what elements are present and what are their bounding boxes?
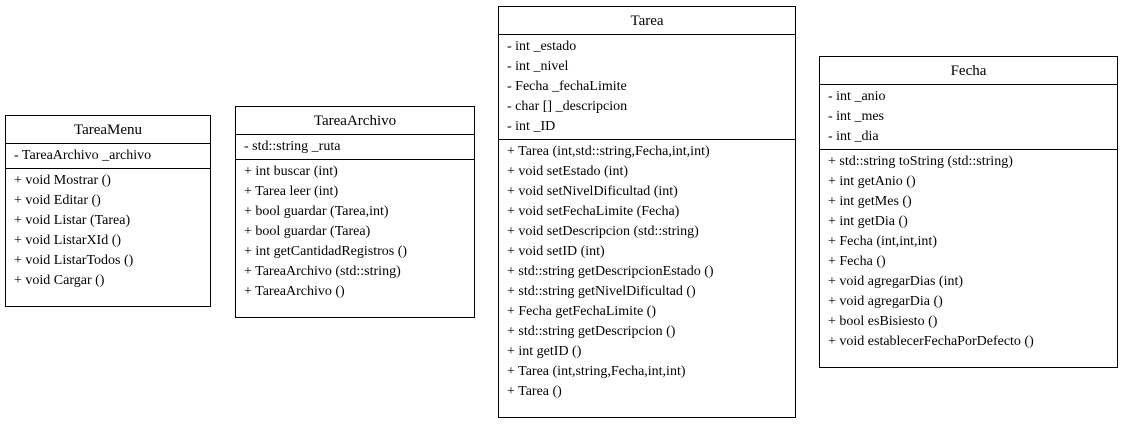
class-name: TareaMenu	[6, 116, 210, 144]
method: + void setNivelDificultad (int)	[507, 184, 678, 199]
class-name: Fecha	[820, 57, 1117, 85]
class-box-tarea: Tarea - int _estado - int _nivel - Fecha…	[498, 6, 796, 418]
class-name: Tarea	[499, 7, 795, 35]
method: + void Listar (Tarea)	[14, 213, 131, 228]
method: + void Editar ()	[14, 193, 101, 208]
method: + void setID (int)	[507, 244, 605, 259]
method: + TareaArchivo ()	[244, 284, 345, 299]
method: + void setDescripcion (std::string)	[507, 224, 699, 239]
method: + int getID ()	[507, 344, 582, 359]
method: + bool guardar (Tarea)	[244, 224, 371, 239]
class-box-fecha: Fecha - int _anio - int _mes - int _dia …	[819, 56, 1118, 368]
method: + void establecerFechaPorDefecto ()	[828, 334, 1034, 349]
attribute: - char [] _descripcion	[507, 99, 628, 114]
method: + std::string getDescripcion ()	[507, 324, 676, 339]
class-box-tareamenu: TareaMenu - TareaArchivo _archivo + void…	[5, 115, 211, 307]
method: + Tarea (int,std::string,Fecha,int,int)	[507, 144, 710, 159]
method: + Fecha getFechaLimite ()	[507, 304, 657, 319]
method: + int getDia ()	[828, 214, 908, 229]
method: + Tarea leer (int)	[244, 184, 339, 199]
attribute: - int _mes	[828, 109, 884, 124]
method: + void agregarDia ()	[828, 294, 943, 309]
methods-section: + Tarea (int,std::string,Fecha,int,int) …	[499, 140, 795, 404]
method: + void setFechaLimite (Fecha)	[507, 204, 680, 219]
method: + void setEstado (int)	[507, 164, 629, 179]
method: + void ListarXId ()	[14, 233, 122, 248]
method: + Tarea (int,string,Fecha,int,int)	[507, 364, 686, 379]
method: + Tarea ()	[507, 384, 562, 399]
attributes-section: - TareaArchivo _archivo	[6, 144, 210, 169]
methods-section: + void Mostrar () + void Editar () + voi…	[6, 169, 210, 293]
attribute: - TareaArchivo _archivo	[14, 148, 152, 163]
method: + Fecha ()	[828, 254, 886, 269]
attribute: - int _dia	[828, 129, 879, 144]
attribute: - int _ID	[507, 119, 556, 134]
methods-section: + std::string toString (std::string) + i…	[820, 150, 1117, 354]
method: + int buscar (int)	[244, 164, 338, 179]
class-box-tareaarchivo: TareaArchivo - std::string _ruta + int b…	[235, 106, 475, 318]
attribute: - int _anio	[828, 89, 886, 104]
method: + void Cargar ()	[14, 273, 105, 288]
method: + std::string getDescripcionEstado ()	[507, 264, 714, 279]
method: + bool guardar (Tarea,int)	[244, 204, 389, 219]
method: + std::string getNivelDificultad ()	[507, 284, 696, 299]
attributes-section: - int _estado - int _nivel - Fecha _fech…	[499, 35, 795, 140]
attributes-section: - std::string _ruta	[236, 135, 474, 160]
method: + int getAnio ()	[828, 174, 916, 189]
method: + void agregarDias (int)	[828, 274, 964, 289]
attribute: - int _estado	[507, 39, 577, 54]
method: + std::string toString (std::string)	[828, 154, 1013, 169]
method: + void ListarTodos ()	[14, 253, 134, 268]
method: + int getMes ()	[828, 194, 912, 209]
class-name: TareaArchivo	[236, 107, 474, 135]
method: + int getCantidadRegistros ()	[244, 244, 408, 259]
method: + void Mostrar ()	[14, 173, 111, 188]
attribute: - int _nivel	[507, 59, 569, 74]
method: + bool esBisiesto ()	[828, 314, 938, 329]
attribute: - std::string _ruta	[244, 139, 341, 154]
attributes-section: - int _anio - int _mes - int _dia	[820, 85, 1117, 150]
method: + Fecha (int,int,int)	[828, 234, 937, 249]
methods-section: + int buscar (int) + Tarea leer (int) + …	[236, 160, 474, 304]
method: + TareaArchivo (std::string)	[244, 264, 401, 279]
attribute: - Fecha _fechaLimite	[507, 79, 627, 94]
